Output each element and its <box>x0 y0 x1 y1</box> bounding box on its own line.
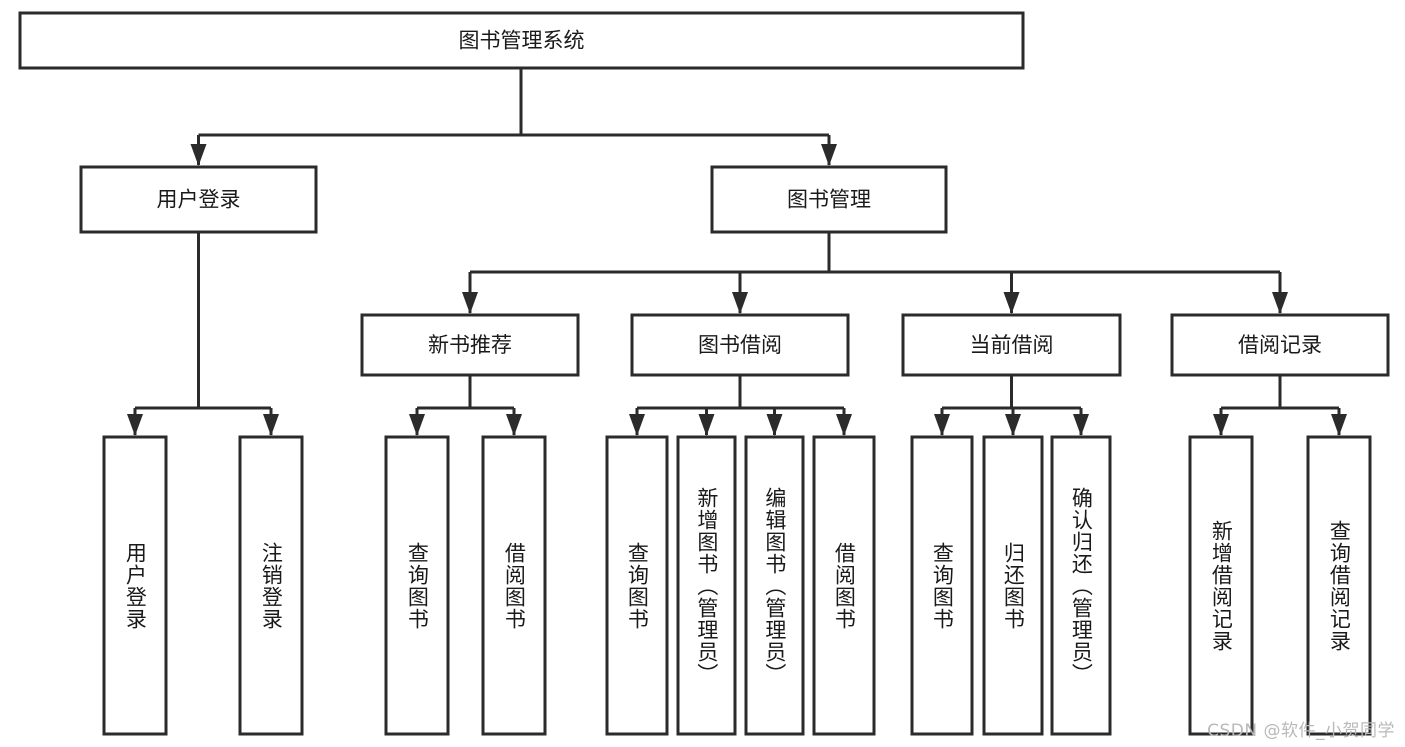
arrow-head <box>1331 414 1347 436</box>
arrow-head <box>821 144 837 166</box>
node-box-leaf-query-book-3[interactable] <box>910 435 974 736</box>
node-label-borrow-record: 借阅记录 <box>1238 333 1322 357</box>
node-box-new-book-recommend[interactable] <box>360 313 580 377</box>
arrow-head <box>766 414 783 436</box>
arrow-head <box>1005 414 1021 436</box>
arrow-head <box>1073 414 1089 436</box>
node-box-book-manage[interactable] <box>710 165 948 234</box>
arrow-head <box>409 414 425 436</box>
node-box-book-borrow[interactable] <box>630 313 850 377</box>
node-box-root[interactable] <box>18 11 1025 70</box>
arrow-head <box>127 414 143 436</box>
connectors-layer <box>127 68 1347 436</box>
node-box-leaf-borrow-book-1[interactable] <box>481 435 547 736</box>
node-label-book-manage: 图书管理 <box>787 188 871 212</box>
arrow-head <box>836 414 852 436</box>
node-box-user-login[interactable] <box>79 165 318 234</box>
arrow-head <box>698 414 715 436</box>
arrow-head <box>190 144 207 166</box>
arrow-head <box>263 414 279 436</box>
boxes-layer <box>18 11 1390 736</box>
node-box-leaf-borrow-book-2[interactable] <box>812 435 876 736</box>
node-box-leaf-query-book-2[interactable] <box>605 435 669 736</box>
arrow-head <box>1003 292 1020 314</box>
node-box-leaf-add-record[interactable] <box>1188 435 1254 736</box>
node-box-leaf-add-book[interactable] <box>676 435 737 736</box>
node-label-book-borrow: 图书借阅 <box>698 333 782 357</box>
node-box-leaf-query-record[interactable] <box>1306 435 1372 736</box>
node-box-leaf-query-book-1[interactable] <box>384 435 450 736</box>
node-label-current-borrow: 当前借阅 <box>970 333 1054 357</box>
node-box-borrow-record[interactable] <box>1170 313 1390 377</box>
arrow-head <box>462 292 478 314</box>
node-box-current-borrow[interactable] <box>901 313 1122 377</box>
arrow-head <box>732 292 748 314</box>
arrow-head <box>1213 414 1229 436</box>
node-box-leaf-confirm-return[interactable] <box>1050 435 1112 736</box>
node-box-leaf-edit-book[interactable] <box>744 435 805 736</box>
node-label-root: 图书管理系统 <box>459 29 585 53</box>
arrow-head <box>629 414 645 436</box>
node-label-new-book-recommend: 新书推荐 <box>428 333 512 357</box>
node-label-user-login: 用户登录 <box>157 188 241 212</box>
arrow-head <box>1272 292 1288 314</box>
node-box-leaf-return-book[interactable] <box>982 435 1044 736</box>
arrow-head <box>506 414 522 436</box>
arrow-head <box>934 414 950 436</box>
node-box-leaf-user-login[interactable] <box>102 435 168 736</box>
node-box-leaf-logout[interactable] <box>238 435 304 736</box>
